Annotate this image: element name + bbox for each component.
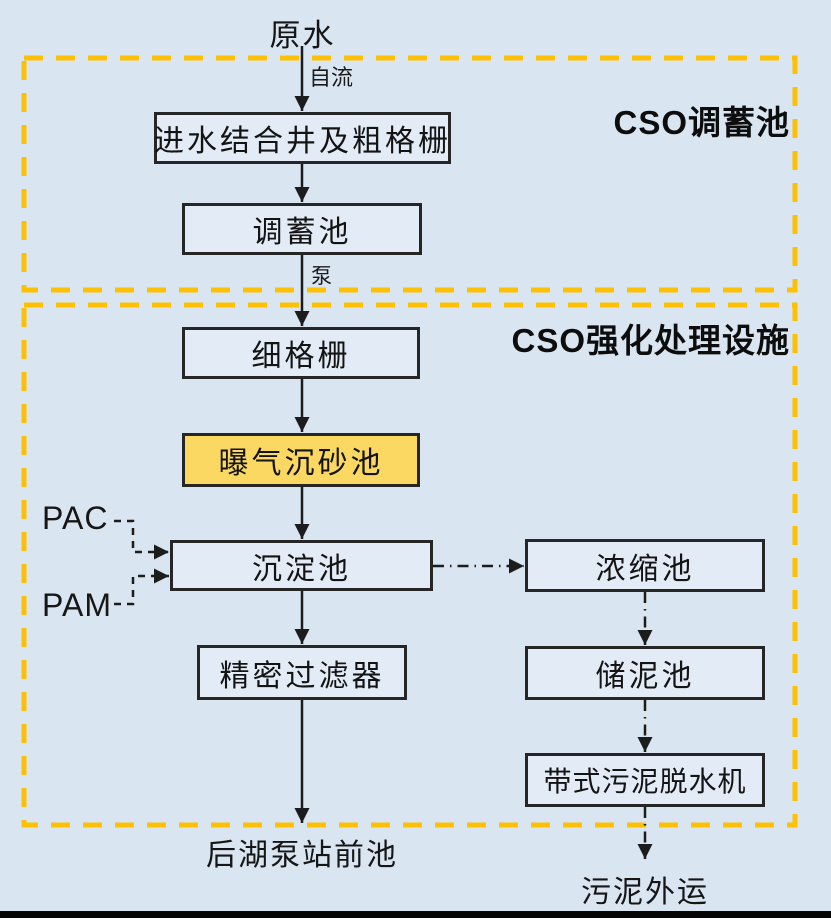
- label-pac: PAC: [42, 500, 109, 536]
- node-thickener: 浓缩池: [525, 539, 765, 592]
- bottom-border-bar: [0, 911, 831, 918]
- label-raw-water: 原水: [269, 18, 336, 53]
- node-sludge-storage-tank: 储泥池: [525, 646, 765, 700]
- arrow-pac-to-sedimentation: [114, 519, 169, 560]
- node-inlet-well-coarse-screen: 进水结合井及粗格栅: [154, 112, 451, 164]
- section-frame-storage: [21, 55, 798, 293]
- section-frame-treatment: [21, 302, 798, 828]
- label-pam: PAM: [42, 587, 112, 623]
- section-title-treatment: CSO强化处理设施: [511, 322, 790, 359]
- arrow-pam-to-sedimentation: [114, 568, 169, 606]
- node-storage-tank: 调蓄池: [182, 203, 422, 255]
- label-pump: 泵: [311, 265, 332, 288]
- node-sedimentation-tank: 沉淀池: [170, 540, 433, 591]
- section-title-storage: CSO调蓄池: [613, 104, 790, 141]
- label-effluent-destination: 后湖泵站前池: [206, 839, 398, 872]
- node-fine-screen: 细格栅: [182, 327, 420, 379]
- label-sludge-out: 污泥外运: [581, 876, 709, 909]
- label-gravity-flow: 自流: [309, 65, 354, 90]
- node-belt-dewatering-machine: 带式污泥脱水机: [525, 753, 765, 807]
- node-aerated-grit-chamber: 曝气沉砂池: [182, 433, 420, 487]
- node-precision-filter: 精密过滤器: [197, 645, 407, 700]
